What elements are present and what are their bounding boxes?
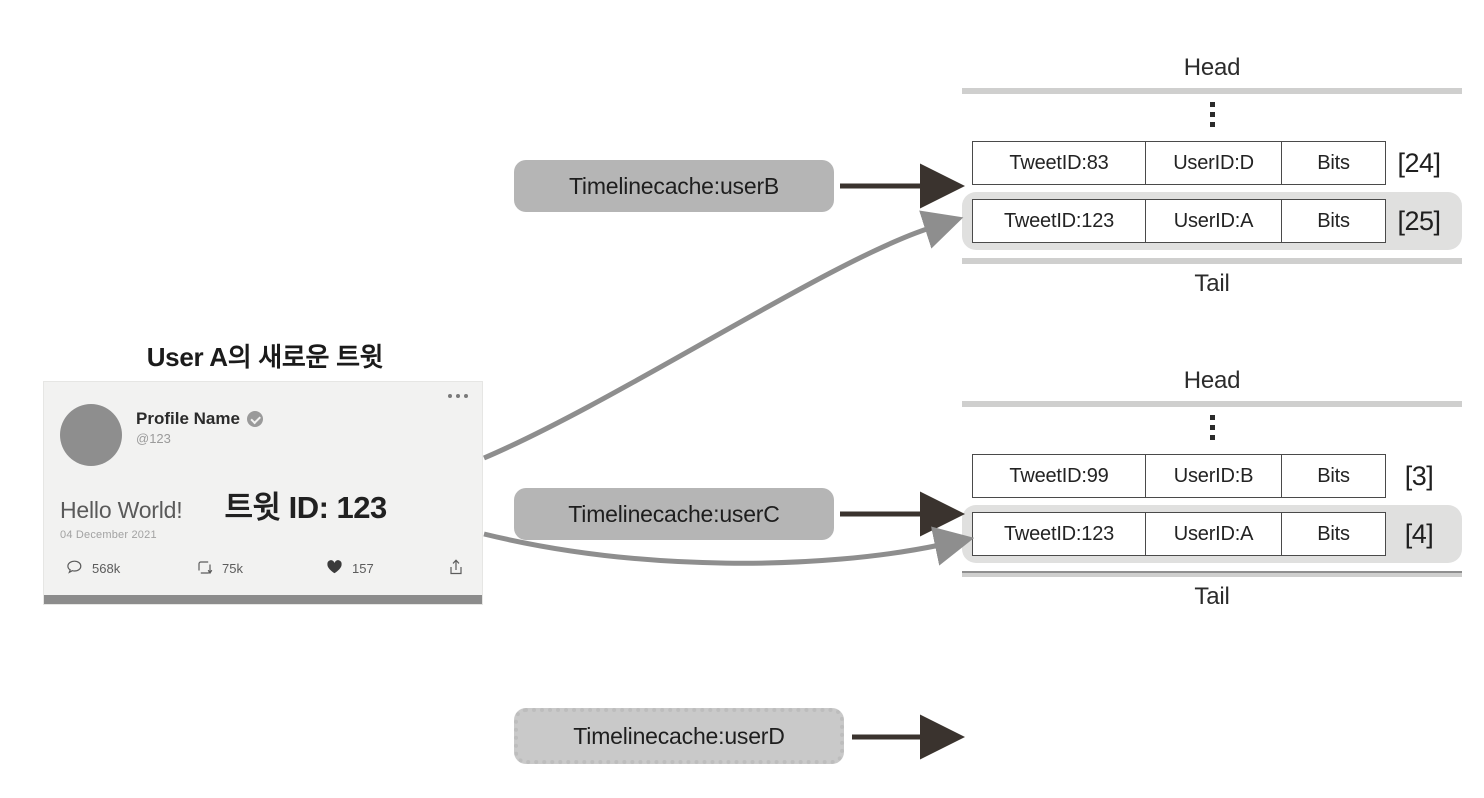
cell-user-id: UserID:A (1146, 200, 1282, 242)
vertical-ellipsis-icon (962, 94, 1462, 134)
cell-tweet-id: TweetID:83 (973, 142, 1147, 184)
cell-tweet-id: TweetID:99 (973, 455, 1147, 497)
timeline-list-top: Head TweetID:83 UserID:D Bits [24] Tweet… (962, 54, 1462, 298)
tweet-text: Hello World! (60, 497, 183, 523)
table-row[interactable]: TweetID:123 UserID:A Bits [25] (962, 192, 1462, 250)
tweet-date: 04 December 2021 (60, 529, 157, 541)
cell-tweet-id: TweetID:123 (973, 200, 1147, 242)
cache-label-userd[interactable]: Timelinecache:userD (514, 708, 844, 764)
like-stat[interactable]: 157 (326, 559, 446, 578)
cell-user-id: UserID:A (1146, 513, 1282, 555)
profile-handle: @123 (136, 431, 171, 446)
cell-bits: Bits (1317, 209, 1350, 232)
reply-stat[interactable]: 568k (66, 559, 196, 579)
tail-divider (962, 258, 1462, 264)
more-horizontal-icon[interactable] (448, 394, 468, 398)
row-index: [25] (1397, 205, 1441, 236)
like-count: 157 (352, 561, 374, 576)
table-row[interactable]: TweetID:83 UserID:D Bits [24] (962, 134, 1462, 192)
table-row[interactable]: TweetID:123 UserID:A Bits [4] (962, 505, 1462, 563)
retweet-stat[interactable]: 75k (196, 559, 326, 579)
retweet-icon (196, 559, 213, 579)
cell-bits: Bits (1317, 522, 1350, 545)
reply-count: 568k (92, 561, 121, 576)
cell-bits: Bits (1317, 464, 1350, 487)
row-index: [3] (1404, 460, 1434, 491)
tweet-body: Hello World! 트윗 ID: 123 (60, 482, 466, 527)
cell-tweet-id: TweetID:123 (973, 513, 1147, 555)
table-row[interactable]: TweetID:99 UserID:B Bits [3] (962, 447, 1462, 505)
tail-divider (962, 571, 1462, 577)
vertical-ellipsis-icon (962, 407, 1462, 447)
tweet-card: Profile Name @123 Hello World! 트윗 ID: 12… (44, 382, 482, 604)
cell-bits: Bits (1317, 151, 1350, 174)
tail-label: Tail (1194, 270, 1230, 297)
head-divider (962, 88, 1462, 94)
head-divider (962, 401, 1462, 407)
tail-label: Tail (1194, 583, 1230, 610)
head-label: Head (1183, 54, 1241, 81)
comment-icon (66, 559, 83, 579)
share-icon (448, 558, 464, 579)
card-bottom-bar (44, 595, 482, 604)
avatar (60, 404, 122, 466)
cell-user-id: UserID:D (1146, 142, 1282, 184)
tweet-id-annotation: 트윗 ID: 123 (224, 490, 387, 525)
profile-name: Profile Name (136, 409, 240, 428)
head-label: Head (1183, 367, 1241, 394)
retweet-count: 75k (222, 561, 243, 576)
row-index: [4] (1404, 518, 1434, 549)
verified-badge-icon (246, 411, 263, 427)
arrow-tweet-to-top-row (483, 210, 964, 461)
cache-label-userb[interactable]: Timelinecache:userB (514, 160, 834, 212)
heart-icon (326, 559, 343, 578)
timeline-list-bottom: Head TweetID:99 UserID:B Bits [3] TweetI… (962, 367, 1462, 611)
cache-label-userc[interactable]: Timelinecache:userC (514, 488, 834, 540)
row-index: [24] (1397, 147, 1441, 178)
page-title: User A의 새로운 트윗 (146, 342, 384, 372)
profile-block: Profile Name @123 (136, 409, 263, 446)
tweet-stats-bar: 568k 75k 157 (66, 558, 464, 579)
share-stat[interactable] (448, 558, 464, 579)
cell-user-id: UserID:B (1146, 455, 1282, 497)
